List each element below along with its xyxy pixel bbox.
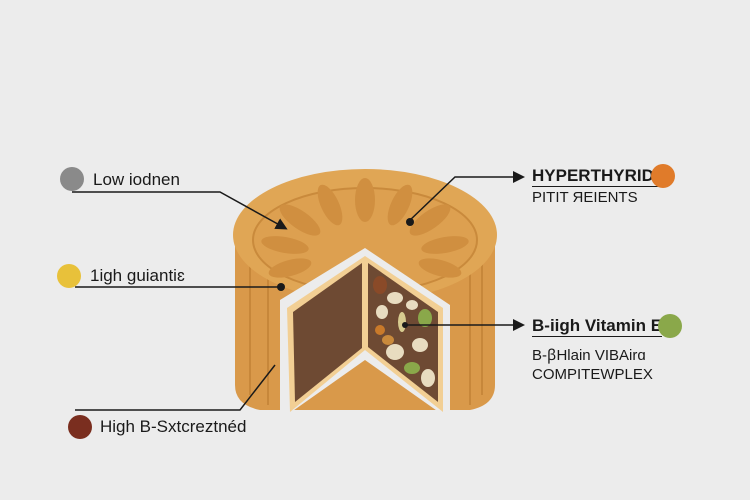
- green-legend-dot: [658, 314, 682, 338]
- label-patients: PITIT ЯEIENTS: [532, 189, 638, 206]
- mooncake: [233, 169, 497, 420]
- nuts: [373, 276, 435, 387]
- cut-face-filling: [293, 263, 362, 402]
- yellow-legend-dot: [57, 264, 81, 288]
- label-vitamin-b: B-ꞵHlain VIBAirɑ: [532, 347, 646, 364]
- orange-legend-dot: [651, 164, 675, 188]
- gray-legend-dot: [60, 167, 84, 191]
- label-complex: COMPITEWPLEX: [532, 366, 653, 383]
- cut-face-nuts: [368, 263, 438, 402]
- label-high-b: High B-Sxtcreztnéd: [100, 417, 247, 436]
- leader-lines: [72, 171, 525, 411]
- label-vitamin-e: B-iigh Vitamin E: [532, 316, 663, 337]
- label-high-quantity: 1igh guiantiɛ: [90, 266, 185, 285]
- label-low-iodine: Low iodnen: [93, 170, 180, 189]
- brown-legend-dot: [68, 415, 92, 439]
- petal-pattern: [261, 178, 469, 278]
- label-hyperthyroid: HYPERTHYRID: [532, 166, 660, 187]
